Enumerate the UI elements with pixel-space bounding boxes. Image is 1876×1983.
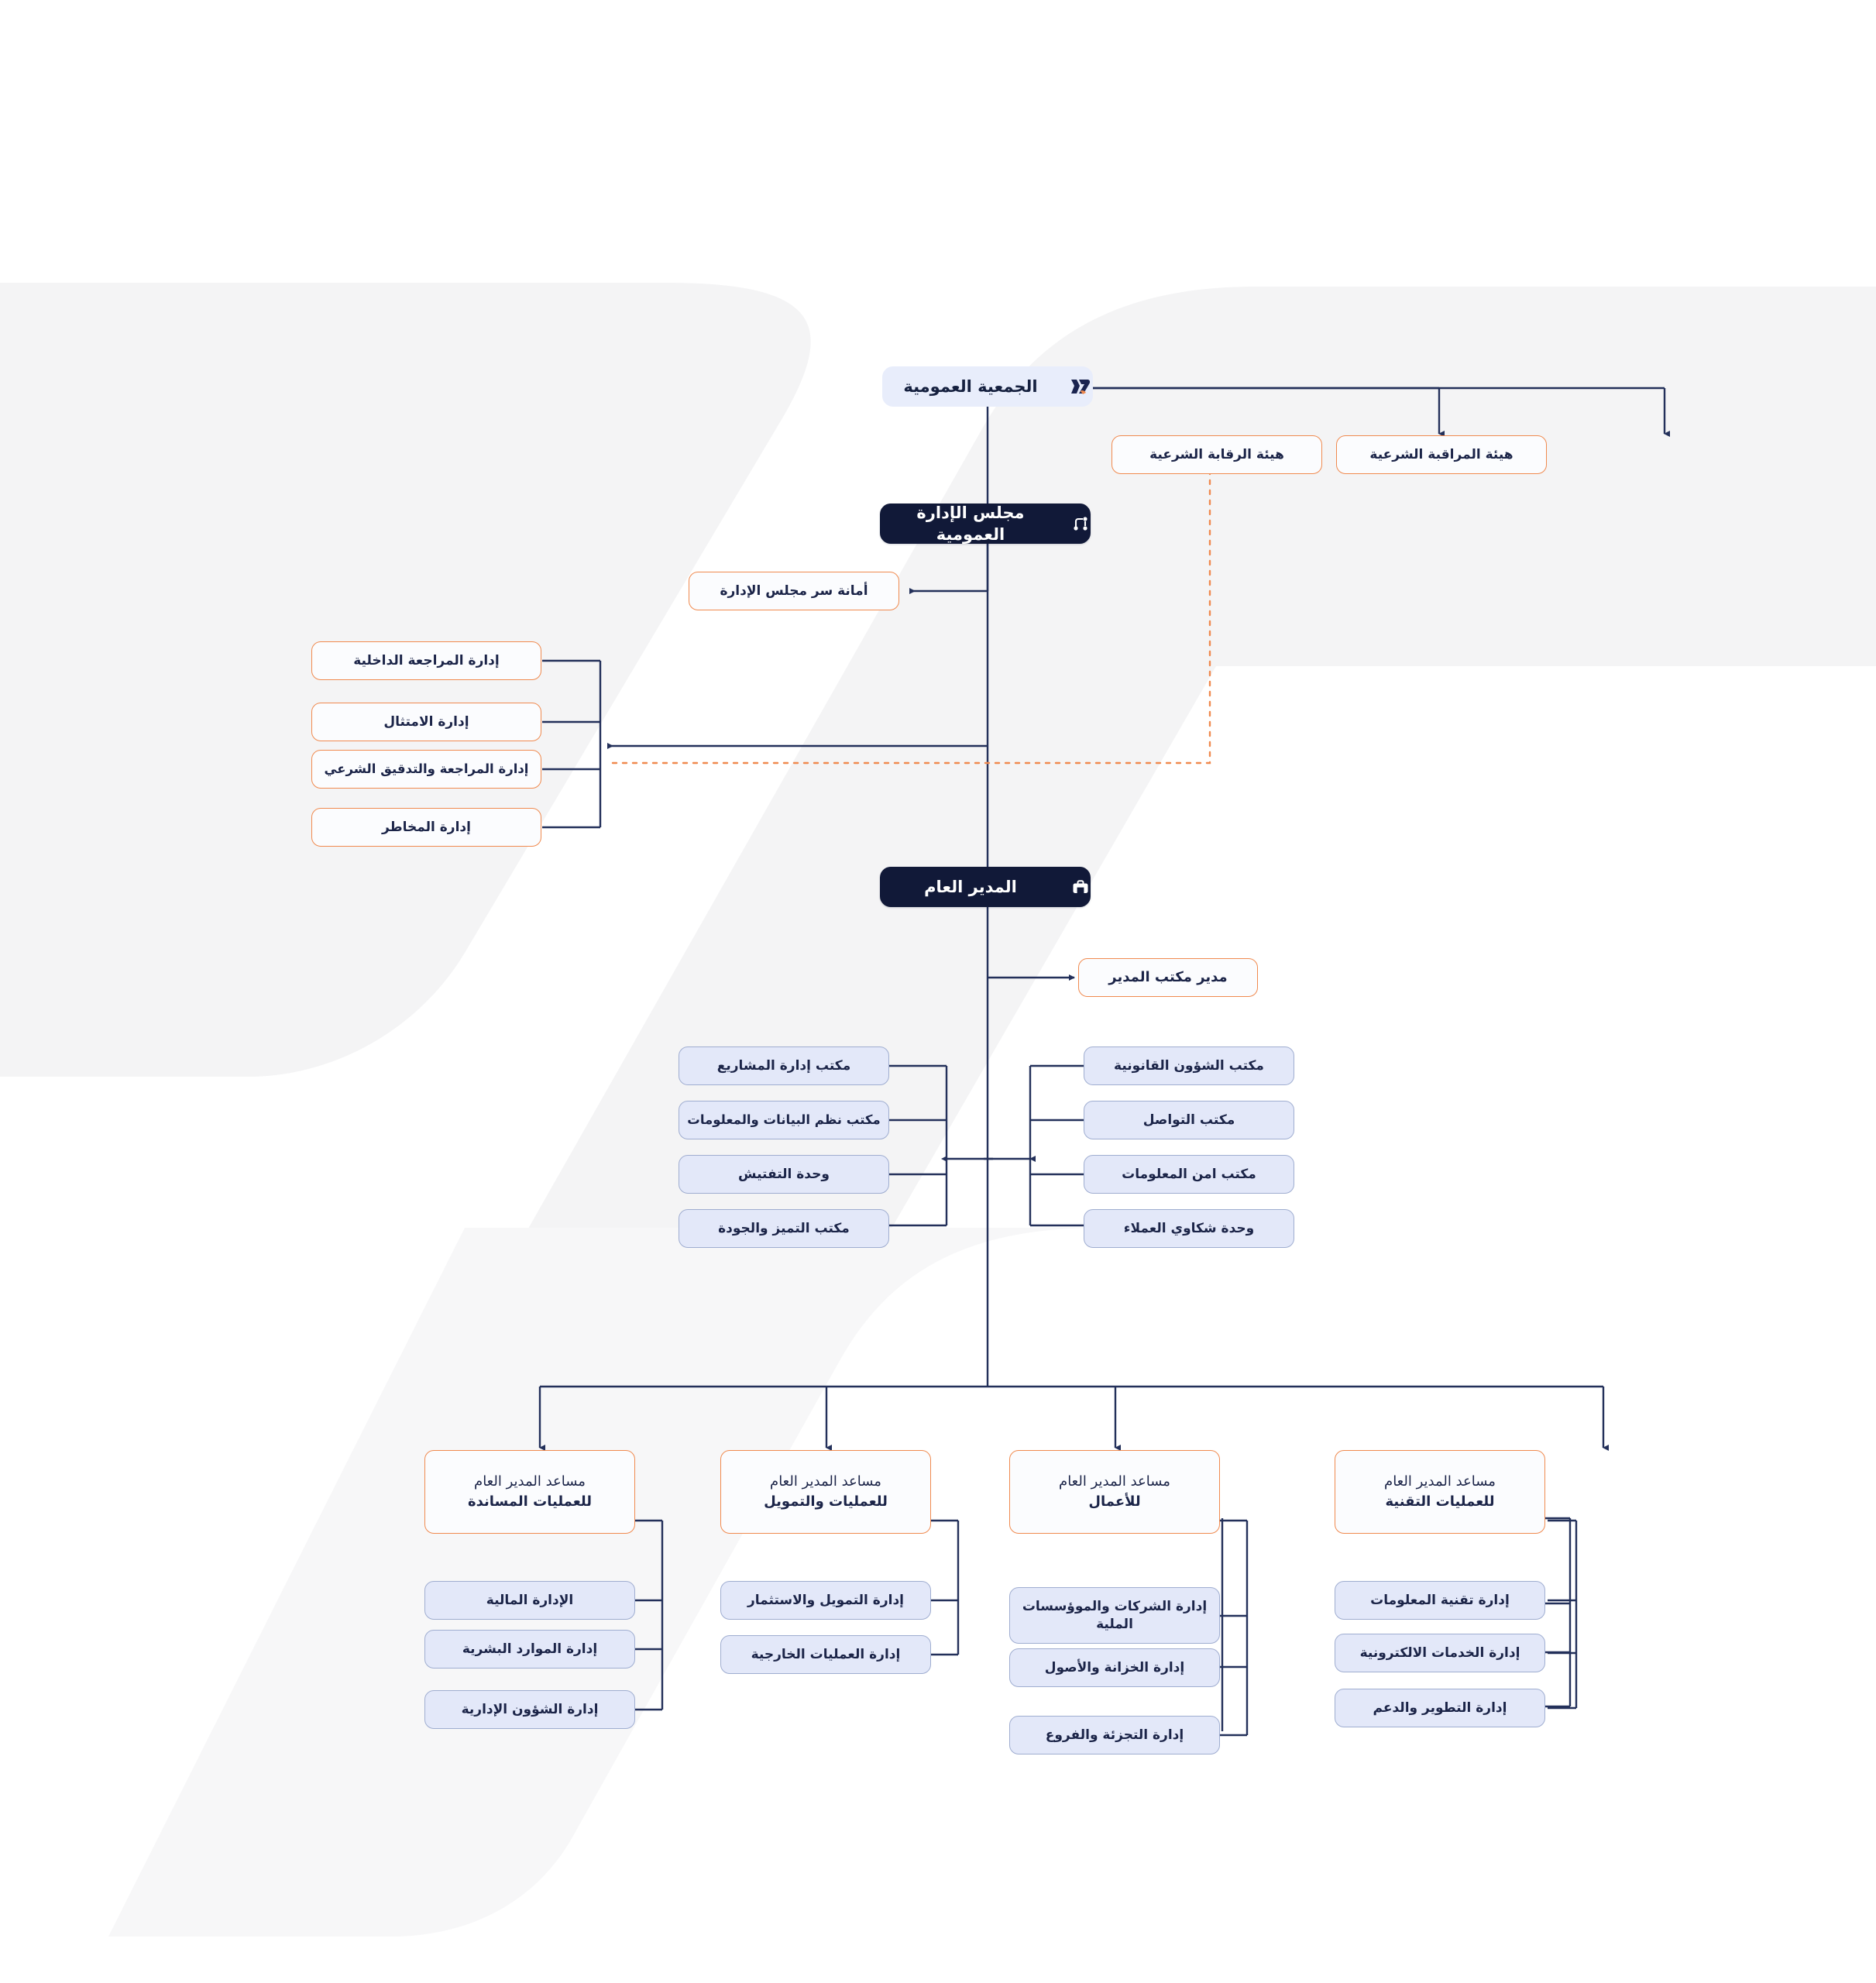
- node-label: وحدة شكاوي العملاء: [1123, 1220, 1255, 1236]
- node-electronic-services-department[interactable]: إدارة الخدمات الالكترونية: [1335, 1634, 1545, 1672]
- node-label: إدارة المخاطر: [382, 819, 471, 835]
- deputy-prefix: مساعد المدير العام: [770, 1473, 881, 1490]
- node-shariah-supervisory-board[interactable]: هيئة الرقابة الشرعية: [1112, 435, 1322, 474]
- node-label: إدارة الشؤون الإدارية: [461, 1701, 599, 1717]
- node-label: مكتب الشؤون القانونية: [1114, 1057, 1264, 1074]
- node-retail-branches-department[interactable]: إدارة التجزئة والفروع: [1009, 1716, 1220, 1754]
- node-label: مكتب التواصل: [1142, 1112, 1235, 1128]
- node-label: إدارة التمويل والاستثمار: [747, 1592, 905, 1608]
- node-label: إدارة تقنية المعلومات: [1370, 1592, 1510, 1608]
- node-deputy-operations-finance[interactable]: مساعد المدير العام للعمليات والتمويل: [720, 1450, 931, 1534]
- node-label: إدارة الامتثال: [383, 713, 469, 730]
- node-label: إدارة المراجعة الداخلية: [353, 652, 500, 668]
- node-label: إدارة العمليات الخارجية: [751, 1646, 901, 1662]
- node-inspection-unit[interactable]: وحدة التفتيش: [679, 1155, 889, 1194]
- node-finance-department[interactable]: الإدارة المالية: [424, 1581, 635, 1620]
- node-human-resources-department[interactable]: إدارة الموارد البشرية: [424, 1630, 635, 1669]
- node-corporates-financial-institutions-department[interactable]: إدارة الشركات والموؤسسات الملية: [1009, 1587, 1220, 1644]
- brand-logo-icon: [1069, 376, 1092, 397]
- node-label: إدارة التطوير والدعم: [1373, 1699, 1507, 1716]
- node-deputy-business[interactable]: مساعد المدير العام للأعمال: [1009, 1450, 1220, 1534]
- node-label: إدارة التجزئة والفروع: [1045, 1727, 1184, 1743]
- node-excellence-quality-office[interactable]: مكتب التميز والجودة: [679, 1209, 889, 1248]
- node-deputy-support-operations[interactable]: مساعد المدير العام للعمليات المساندة: [424, 1450, 635, 1534]
- node-financing-investment-department[interactable]: إدارة التمويل والاستثمار: [720, 1581, 931, 1620]
- node-information-security-office[interactable]: مكتب امن المعلومات: [1084, 1155, 1294, 1194]
- org-branch-icon: [1071, 514, 1090, 533]
- briefcase-icon: [1071, 878, 1090, 896]
- node-development-support-department[interactable]: إدارة التطوير والدعم: [1335, 1689, 1545, 1727]
- node-customer-complaints-unit[interactable]: وحدة شكاوي العملاء: [1084, 1209, 1294, 1248]
- node-label: مكتب التميز والجودة: [718, 1220, 850, 1236]
- node-label: هيئة الرقابة الشرعية: [1149, 446, 1284, 462]
- node-label: إدارة المراجعة والتدقيق الشرعي: [324, 761, 529, 776]
- node-label: مدير مكتب المدير: [1108, 968, 1228, 985]
- node-manager-office-director[interactable]: مدير مكتب المدير: [1078, 958, 1258, 997]
- node-label: وحدة التفتيش: [738, 1166, 830, 1182]
- deputy-title: للعمليات المساندة: [468, 1493, 592, 1510]
- node-label: أمانة سر مجلس الإدارة: [720, 583, 868, 599]
- deputy-prefix: مساعد المدير العام: [1384, 1473, 1496, 1490]
- node-label: مجلس الإدارة العمومية: [916, 503, 1025, 544]
- node-legal-affairs-office[interactable]: مكتب الشؤون القانونية: [1084, 1046, 1294, 1085]
- node-shariah-audit[interactable]: إدارة المراجعة والتدقيق الشرعي: [311, 750, 541, 789]
- node-label: هيئة المراقبة الشرعية: [1369, 446, 1514, 462]
- node-label: المدير العام: [924, 877, 1017, 896]
- node-compliance[interactable]: إدارة الامتثال: [311, 703, 541, 741]
- node-label: إدارة الخدمات الالكترونية: [1359, 1644, 1520, 1661]
- node-general-assembly[interactable]: الجمعية العمومية: [882, 366, 1093, 407]
- node-label: مكتب إدارة المشاريع: [716, 1057, 851, 1074]
- node-risk-management[interactable]: إدارة المخاطر: [311, 808, 541, 847]
- node-general-manager[interactable]: المدير العام: [880, 867, 1091, 907]
- node-deputy-technical-operations[interactable]: مساعد المدير العام للعمليات التقنية: [1335, 1450, 1545, 1534]
- node-board-of-directors[interactable]: مجلس الإدارة العمومية: [880, 503, 1091, 544]
- node-board-secretariat[interactable]: أمانة سر مجلس الإدارة: [689, 572, 899, 610]
- node-label: مكتب نظم البيانات والمعلومات: [687, 1112, 881, 1127]
- node-treasury-assets-department[interactable]: إدارة الخزانة والأصول: [1009, 1648, 1220, 1687]
- node-shariah-control-board[interactable]: هيئة المراقبة الشرعية: [1336, 435, 1547, 474]
- deputy-title: للأعمال: [1088, 1493, 1141, 1510]
- node-external-operations-department[interactable]: إدارة العمليات الخارجية: [720, 1635, 931, 1674]
- node-label: مكتب امن المعلومات: [1122, 1166, 1256, 1182]
- deputy-prefix: مساعد المدير العام: [474, 1473, 586, 1490]
- node-label: إدارة الشركات والموؤسسات الملية: [1022, 1598, 1208, 1632]
- node-project-management-office[interactable]: مكتب إدارة المشاريع: [679, 1046, 889, 1085]
- node-communications-office[interactable]: مكتب التواصل: [1084, 1101, 1294, 1139]
- node-data-systems-office[interactable]: مكتب نظم البيانات والمعلومات: [679, 1101, 889, 1139]
- deputy-prefix: مساعد المدير العام: [1059, 1473, 1170, 1490]
- deputy-title: للعمليات التقنية: [1385, 1493, 1495, 1510]
- node-label: إدارة الموارد البشرية: [462, 1641, 598, 1657]
- node-label: الجمعية العمومية: [903, 376, 1038, 396]
- node-internal-audit[interactable]: إدارة المراجعة الداخلية: [311, 641, 541, 680]
- node-label: الإدارة المالية: [486, 1592, 574, 1608]
- node-it-department[interactable]: إدارة تقنية المعلومات: [1335, 1581, 1545, 1620]
- node-label: إدارة الخزانة والأصول: [1044, 1659, 1185, 1675]
- node-administrative-affairs-department[interactable]: إدارة الشؤون الإدارية: [424, 1690, 635, 1729]
- deputy-title: للعمليات والتمويل: [764, 1493, 888, 1510]
